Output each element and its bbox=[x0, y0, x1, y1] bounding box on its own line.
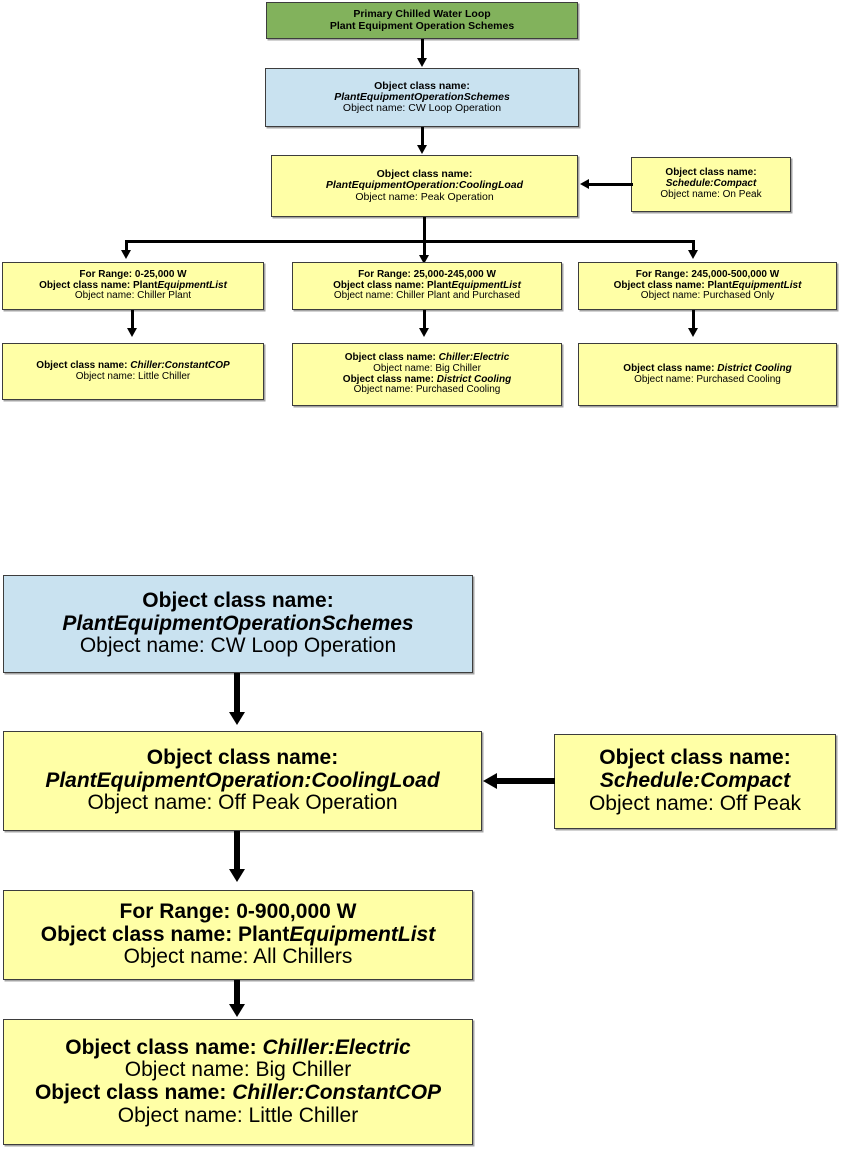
arrow-top-range1-to-equip1 bbox=[127, 328, 137, 337]
connector-top-branch-bar bbox=[125, 240, 695, 243]
top-header-line1: Primary Chilled Water Loop bbox=[353, 8, 491, 21]
top-equip-1-object: Object name: Little Chiller bbox=[75, 370, 191, 382]
top-range-1-class-italic: EquipmentList bbox=[157, 279, 227, 291]
top-operation-box: Object class name: PlantEquipmentOperati… bbox=[271, 155, 578, 217]
top-scheme-object: Object name: CW Loop Operation bbox=[342, 102, 502, 115]
connector-top-branch-left bbox=[125, 240, 128, 252]
bottom-schedule-object: Object name: Off Peak bbox=[588, 791, 802, 815]
top-range-box-2: For Range: 25,000-245,000 W Object class… bbox=[292, 262, 562, 310]
top-header-box: Primary Chilled Water Loop Plant Equipme… bbox=[266, 2, 578, 39]
connector-bottom-schedule-to-operation bbox=[497, 778, 555, 784]
connector-top-branch-center bbox=[423, 240, 426, 257]
top-range-2-class-prefix: Object class name: Plant bbox=[333, 279, 452, 291]
top-equip-2a-label: Object class name: bbox=[344, 351, 436, 363]
connector-top-schedule-to-operation bbox=[589, 183, 633, 186]
top-equipment-box-3: Object class name: District Cooling Obje… bbox=[578, 343, 837, 406]
top-scheme-class: PlantEquipmentOperationSchemes bbox=[334, 90, 510, 103]
bottom-operation-box: Object class name: PlantEquipmentOperati… bbox=[3, 731, 482, 831]
top-operation-label: Object class name: bbox=[376, 168, 473, 180]
top-range-2-object: Object name: Chiller Plant and Purchased bbox=[333, 290, 521, 302]
bottom-operation-class: PlantEquipmentOperation:CoolingLoad bbox=[45, 768, 440, 792]
arrow-bottom-range-to-equipment bbox=[229, 1004, 245, 1017]
bottom-range-box: For Range: 0-900,000 W Object class name… bbox=[3, 890, 473, 980]
top-equip-1-label: Object class name: bbox=[36, 359, 128, 371]
arrow-top-range2-to-equip2 bbox=[419, 328, 429, 337]
connector-bottom-operation-to-range bbox=[234, 831, 240, 873]
top-equip-2b-class: District Cooling bbox=[436, 373, 512, 385]
arrow-top-branch-left bbox=[121, 250, 131, 259]
arrow-bottom-operation-to-range bbox=[229, 869, 245, 882]
bottom-equipment-box: Object class name: Chiller:Electric Obje… bbox=[3, 1019, 473, 1145]
bottom-equip-a-object: Object name: Big Chiller bbox=[124, 1058, 352, 1082]
arrow-top-branch-center bbox=[419, 255, 429, 264]
top-equip-3-class: District Cooling bbox=[717, 362, 792, 374]
connector-top-operation-stem bbox=[423, 217, 426, 242]
connector-top-range2-to-equip2 bbox=[423, 310, 426, 330]
top-equip-1-class: Chiller:ConstantCOP bbox=[130, 359, 230, 371]
arrow-bottom-schedule-to-operation bbox=[483, 773, 497, 789]
arrow-bottom-scheme-to-operation bbox=[229, 712, 245, 725]
arrow-top-range3-to-equip3 bbox=[688, 328, 698, 337]
top-equip-2a-object: Object name: Big Chiller bbox=[373, 362, 481, 374]
top-operation-class: PlantEquipmentOperation:CoolingLoad bbox=[325, 179, 524, 192]
top-equip-2b-object: Object name: Purchased Cooling bbox=[353, 384, 501, 396]
bottom-equip-a-class: Chiller:Electric bbox=[262, 1035, 411, 1059]
top-schedule-label: Object class name: bbox=[665, 167, 757, 179]
bottom-scheme-box: Object class name: PlantEquipmentOperati… bbox=[3, 575, 473, 673]
top-range-1-class-prefix: Object class name: Plant bbox=[39, 279, 158, 291]
top-schedule-class: Schedule:Compact bbox=[665, 178, 757, 190]
bottom-scheme-object: Object name: CW Loop Operation bbox=[79, 634, 397, 658]
bottom-schedule-class: Schedule:Compact bbox=[599, 769, 791, 793]
bottom-range-class-prefix: Object class name: Plant bbox=[40, 922, 290, 946]
top-equipment-box-2: Object class name: Chiller:Electric Obje… bbox=[292, 343, 562, 406]
top-range-3-class-italic: EquipmentList bbox=[731, 279, 802, 291]
top-range-1-range: For Range: 0-25,000 W bbox=[79, 268, 187, 280]
top-schedule-box: Object class name: Schedule:Compact Obje… bbox=[631, 157, 791, 212]
bottom-scheme-label: Object class name: bbox=[142, 588, 334, 612]
top-range-2-class-italic: EquipmentList bbox=[451, 279, 521, 291]
bottom-equip-b-label: Object class name: bbox=[34, 1081, 227, 1104]
top-operation-object: Object name: Peak Operation bbox=[355, 190, 494, 203]
top-equip-3-label: Object class name: bbox=[623, 362, 715, 374]
top-header-line2: Plant Equipment Operation Schemes bbox=[329, 19, 515, 32]
top-equip-2b-label: Object class name: bbox=[342, 373, 434, 385]
top-range-box-1: For Range: 0-25,000 W Object class name:… bbox=[2, 262, 264, 310]
top-equip-2a-class: Chiller:Electric bbox=[438, 351, 510, 363]
arrow-top-schedule-to-operation bbox=[580, 179, 589, 189]
connector-bottom-range-to-equipment bbox=[234, 980, 240, 1008]
connector-bottom-scheme-to-operation bbox=[234, 673, 240, 716]
top-range-3-object: Object name: Purchased Only bbox=[640, 290, 775, 302]
bottom-schedule-box: Object class name: Schedule:Compact Obje… bbox=[554, 734, 836, 829]
bottom-scheme-class: PlantEquipmentOperationSchemes bbox=[62, 611, 414, 635]
top-range-box-3: For Range: 245,000-500,000 W Object clas… bbox=[578, 262, 837, 310]
arrow-top-branch-right bbox=[688, 250, 698, 259]
bottom-range-range: For Range: 0-900,000 W bbox=[119, 899, 357, 923]
top-range-3-range: For Range: 245,000-500,000 W bbox=[635, 268, 780, 280]
bottom-equip-b-class: Chiller:ConstantCOP bbox=[232, 1081, 442, 1104]
bottom-range-class-italic: EquipmentList bbox=[289, 922, 436, 946]
top-equipment-box-1: Object class name: Chiller:ConstantCOP O… bbox=[2, 343, 264, 400]
top-range-1-object: Object name: Chiller Plant bbox=[74, 290, 192, 302]
top-scheme-label: Object class name: bbox=[374, 79, 470, 92]
top-schedule-object: Object name: On Peak bbox=[660, 188, 762, 200]
top-equip-3-object: Object name: Purchased Cooling bbox=[634, 373, 781, 385]
arrow-top-scheme-to-operation bbox=[417, 145, 427, 154]
bottom-range-object: Object name: All Chillers bbox=[123, 945, 353, 969]
bottom-schedule-label: Object class name: bbox=[599, 746, 791, 770]
connector-top-header-to-scheme bbox=[421, 39, 424, 60]
connector-top-range1-to-equip1 bbox=[131, 310, 134, 330]
bottom-equip-a-label: Object class name: bbox=[65, 1035, 257, 1059]
bottom-operation-label: Object class name: bbox=[146, 745, 339, 769]
top-range-2-range: For Range: 25,000-245,000 W bbox=[358, 268, 496, 280]
bottom-operation-object: Object name: Off Peak Operation bbox=[87, 791, 398, 815]
bottom-equip-b-object: Object name: Little Chiller bbox=[117, 1103, 359, 1127]
connector-top-range3-to-equip3 bbox=[692, 310, 695, 330]
arrow-top-header-to-scheme bbox=[417, 58, 427, 67]
top-range-3-class-prefix: Object class name: Plant bbox=[613, 279, 732, 291]
top-scheme-box: Object class name: PlantEquipmentOperati… bbox=[265, 68, 579, 127]
connector-top-branch-right bbox=[692, 240, 695, 252]
connector-top-scheme-to-operation bbox=[421, 127, 424, 147]
